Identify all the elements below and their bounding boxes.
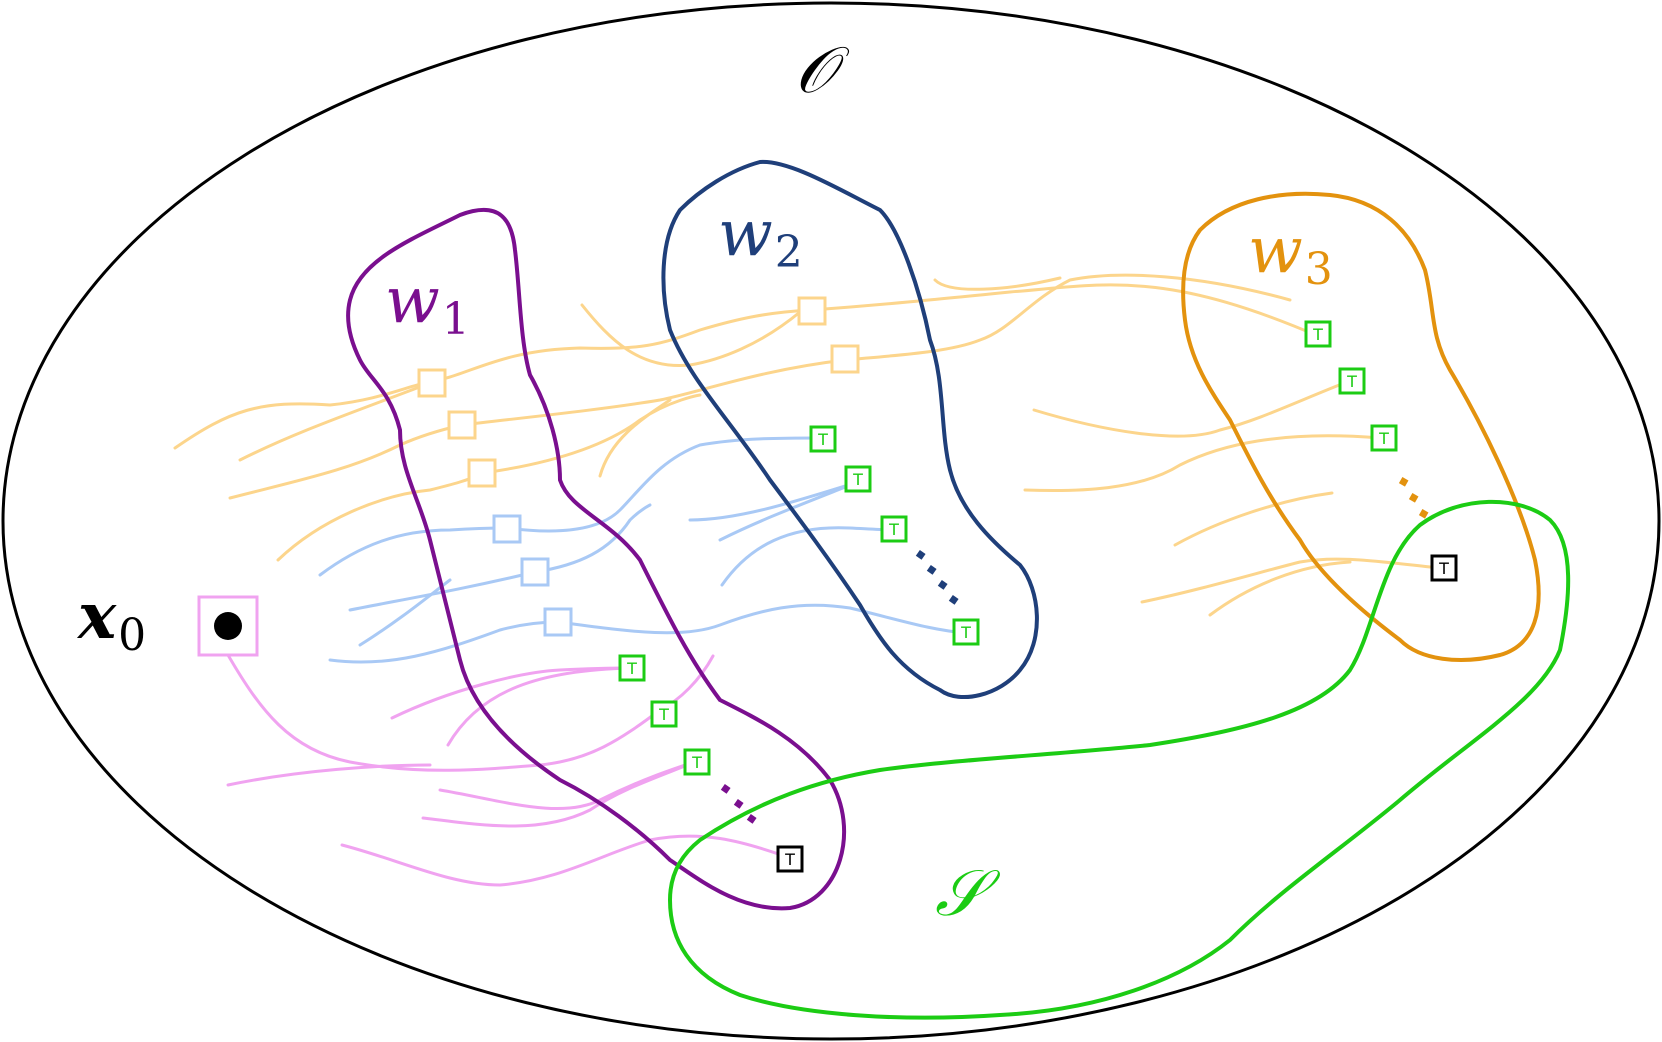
svg-text:T: T: [817, 430, 828, 449]
orange-state-markers: [417, 296, 860, 488]
blue-trajectory: [328, 603, 968, 664]
orange-trajectory: [1032, 378, 1354, 438]
w1-region-boundary: [346, 208, 846, 911]
ellipsis-w1: [720, 784, 757, 824]
svg-text:T: T: [626, 659, 637, 678]
target-set-boundary: [667, 499, 1571, 1020]
terminal-marker: T: [650, 700, 678, 728]
orange-trajectory: [1023, 434, 1382, 493]
terminal-marker: T: [776, 845, 804, 873]
pink-trajectory: [226, 763, 432, 787]
state-marker: [797, 296, 827, 326]
terminal-marker: T: [1430, 554, 1458, 582]
orange-trajectory: [238, 381, 432, 462]
state-marker: [520, 557, 550, 587]
start-state: [197, 595, 259, 657]
start-state-label: x0: [76, 579, 146, 661]
w2-region-boundary: [661, 159, 1039, 700]
terminal-marker: T: [952, 618, 980, 646]
terminal-marker: T: [1370, 424, 1398, 452]
blue-trajectory: [720, 526, 897, 587]
state-marker: [830, 344, 860, 374]
blue-trajectory: [318, 436, 824, 577]
w1-label: w1: [385, 264, 470, 345]
target-set-label: 𝒮: [935, 857, 1001, 931]
ellipsis-dots: [720, 477, 1429, 824]
pink-trajectory: [421, 760, 697, 828]
outer-set-label: 𝒪: [795, 34, 850, 108]
state-marker: [417, 368, 447, 398]
state-marker: [447, 410, 477, 440]
svg-text:T: T: [960, 623, 971, 642]
svg-text:T: T: [691, 753, 702, 772]
svg-text:T: T: [1346, 372, 1357, 391]
ellipsis-w2: [915, 550, 959, 605]
orange-trajectory: [1173, 491, 1334, 547]
blue-trajectory: [348, 503, 652, 612]
pink-trajectory: [390, 666, 634, 720]
svg-text:T: T: [1438, 559, 1449, 578]
w3-label: w3: [1248, 214, 1333, 295]
svg-text:T: T: [1378, 429, 1389, 448]
terminal-markers-black: T T: [776, 554, 1458, 873]
orange-trajectory: [173, 283, 1320, 450]
w2-label: w2: [718, 197, 803, 278]
svg-text:T: T: [784, 850, 795, 869]
orange-trajectory: [598, 398, 672, 478]
terminal-marker: T: [844, 465, 872, 493]
state-marker: [467, 458, 497, 488]
terminal-marker: T: [880, 515, 908, 543]
orange-trajectories: [173, 273, 1442, 617]
state-marker: [492, 514, 522, 544]
orange-trajectory: [933, 276, 1062, 291]
terminal-marker: T: [1304, 320, 1332, 348]
svg-text:T: T: [852, 470, 863, 489]
svg-text:T: T: [658, 705, 669, 724]
svg-text:T: T: [888, 520, 899, 539]
blue-state-markers: [492, 514, 573, 637]
blue-trajectory: [718, 480, 860, 542]
pink-trajectory: [340, 834, 792, 887]
terminal-markers-green: T T T T T T T T T T: [618, 320, 1398, 776]
terminal-marker: T: [683, 748, 711, 776]
blue-trajectory: [358, 578, 452, 647]
state-marker: [543, 607, 573, 637]
orange-trajectory: [1140, 557, 1442, 604]
w3-region-boundary: [1181, 191, 1541, 662]
ellipsis-w3: [1398, 477, 1429, 519]
terminal-marker: T: [618, 654, 646, 682]
orange-trajectory: [1208, 560, 1352, 617]
pink-trajectory: [438, 758, 702, 811]
blue-trajectory: [688, 480, 860, 522]
pink-trajectory: [446, 666, 634, 747]
svg-text:T: T: [1312, 325, 1323, 344]
terminal-marker: T: [809, 425, 837, 453]
terminal-marker: T: [1338, 367, 1366, 395]
start-state-dot: [214, 612, 242, 640]
